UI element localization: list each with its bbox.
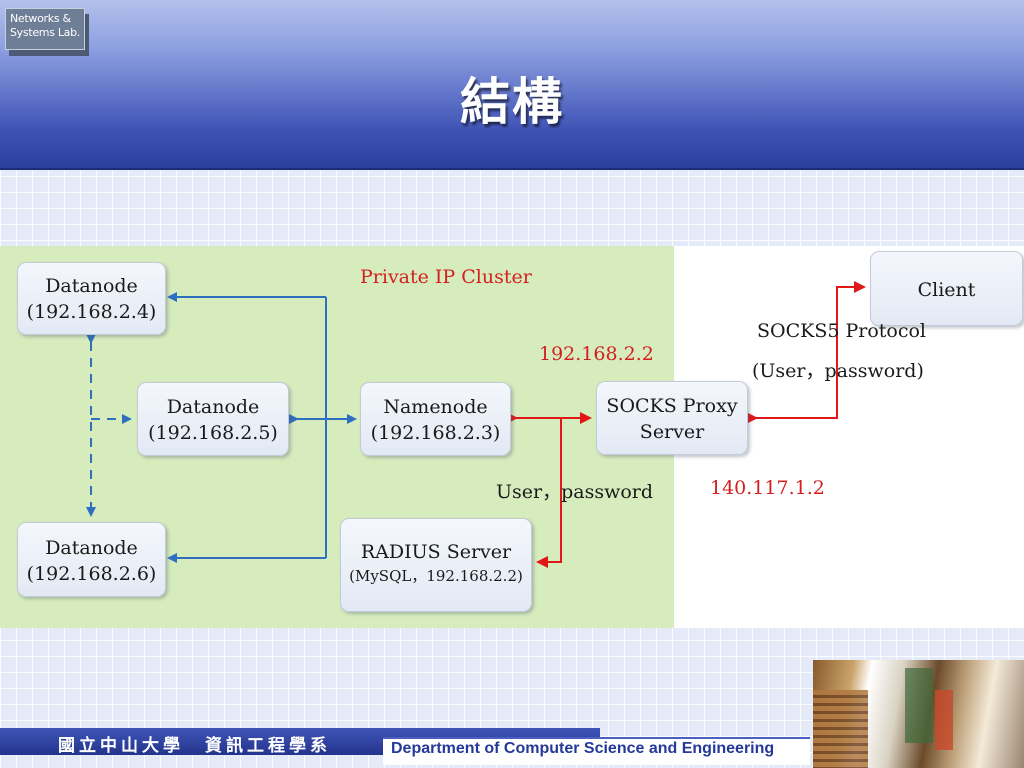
user-password-internal-label: User，password [496,481,654,503]
private-cluster-label: Private IP Cluster [360,266,532,288]
replication-links [86,334,132,517]
datanode-6-name: Datanode [45,537,138,559]
namenode-name: Namenode [383,396,488,418]
namenode-ip: (192.168.2.3) [370,422,501,444]
socks5-protocol-label: SOCKS5 Protocol [757,320,927,342]
logo-text-line2: Systems Lab. [10,26,80,39]
proxy-private-ip-label: 192.168.2.2 [539,343,654,365]
slide-title: 結構 [460,73,564,131]
user-password-client-label: (User，password) [752,360,924,382]
radius-detail: (MySQL，192.168.2.2) [349,567,523,585]
datanode-6-ip: (192.168.2.6) [26,563,157,585]
socks-proxy-name-line2: Server [639,421,705,443]
client-name: Client [917,279,976,301]
logo-text-line1: Networks & [10,12,71,25]
datanode-192-168-2-4: Datanode (192.168.2.4) [17,262,166,335]
socks-proxy-name-line1: SOCKS Proxy [606,395,738,417]
datanode-bus [167,292,357,563]
datanode-192-168-2-6: Datanode (192.168.2.6) [17,522,166,597]
department-name: Department of Computer Science and Engin… [391,740,775,757]
campus-photo-plant [905,668,933,743]
datanode-4-ip: (192.168.2.4) [26,301,157,323]
department-box [383,737,810,765]
connection-lines [86,281,866,568]
proxy-public-ip-label: 140.117.1.2 [710,477,825,499]
socks-proxy-server: SOCKS Proxy Server [596,381,748,455]
campus-photo-shelves [813,690,868,768]
auth-links [506,281,866,568]
lab-logo: Networks & Systems Lab. [5,8,85,50]
namenode-192-168-2-3: Namenode (192.168.2.3) [360,382,511,456]
client-node: Client [870,251,1023,326]
radius-name: RADIUS Server [360,541,512,563]
campus-photo-sign [935,690,953,750]
link-to-radius [536,418,562,568]
footer-school-name: 國立中山大學 資訊工程學系 [58,736,331,756]
header-banner: Networks & Systems Lab. 結構 [0,0,1024,170]
radius-server: RADIUS Server (MySQL，192.168.2.2) [340,518,532,612]
architecture-diagram: Private IP Cluster Datanode (192.168.2.4… [0,246,1024,628]
datanode-5-name: Datanode [166,396,260,418]
datanode-4-name: Datanode [45,275,138,297]
link-proxy-client [746,281,866,424]
datanode-192-168-2-5: Datanode (192.168.2.5) [137,382,289,456]
datanode-5-ip: (192.168.2.5) [148,422,278,444]
